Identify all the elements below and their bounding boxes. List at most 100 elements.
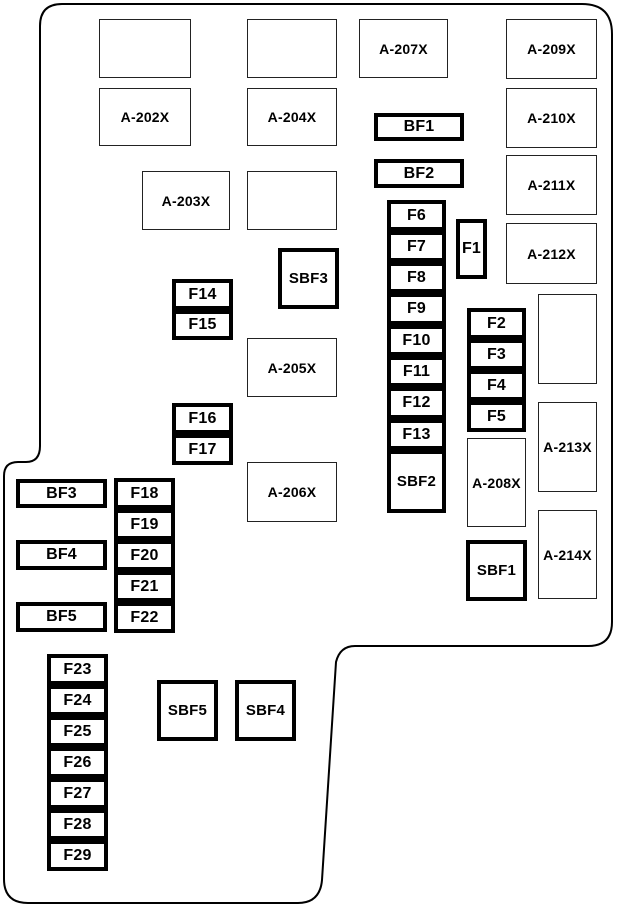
relay-label: A-214X xyxy=(543,546,592,563)
fuse-f17: F17 xyxy=(172,434,233,465)
fuse-f18: F18 xyxy=(114,478,175,509)
fuse-label: F2 xyxy=(486,314,507,332)
fuse-label: F16 xyxy=(188,409,217,427)
fuse-f14: F14 xyxy=(172,279,233,310)
fuse-label: F13 xyxy=(402,425,431,443)
relay-a-210x: A-210X xyxy=(506,88,597,148)
relay-slot-empty xyxy=(99,19,191,78)
relay-a-213x: A-213X xyxy=(538,402,597,492)
fuse-f23: F23 xyxy=(47,654,108,685)
fuse-label: F19 xyxy=(130,515,159,533)
fuse-f10: F10 xyxy=(387,325,446,356)
fuse-f21: F21 xyxy=(114,571,175,602)
relay-a-212x: A-212X xyxy=(506,223,597,284)
fuse-f11: F11 xyxy=(387,356,446,387)
fuse-label: F22 xyxy=(130,608,159,626)
relay-label: A-208X xyxy=(472,474,521,491)
fuse-bf4: BF4 xyxy=(16,540,107,570)
fuse-f20: F20 xyxy=(114,540,175,571)
relay-a-214x: A-214X xyxy=(538,510,597,599)
fuse-label: F21 xyxy=(130,577,159,595)
fuse-bf1: BF1 xyxy=(374,113,464,141)
fuse-f7: F7 xyxy=(387,231,446,262)
fuse-f1: F1 xyxy=(456,219,487,279)
fuse-f6: F6 xyxy=(387,200,446,231)
relay-a-202x: A-202X xyxy=(99,88,191,146)
fuse-label: F4 xyxy=(486,376,507,394)
fuse-label: F25 xyxy=(63,722,92,740)
relay-slot-empty xyxy=(247,171,337,230)
fuse-f9: F9 xyxy=(387,293,446,325)
fuse-f24: F24 xyxy=(47,685,108,716)
fuse-f25: F25 xyxy=(47,716,108,747)
relay-label: A-206X xyxy=(267,484,317,500)
fuse-sbf5: SBF5 xyxy=(157,680,218,741)
fuse-label: F17 xyxy=(188,440,217,458)
fuse-f16: F16 xyxy=(172,403,233,434)
fuse-label: F1 xyxy=(461,240,482,257)
fuse-label: BF5 xyxy=(46,608,77,625)
fuse-bf5: BF5 xyxy=(16,602,107,632)
fuse-label: F9 xyxy=(406,300,427,317)
fuse-bf3: BF3 xyxy=(16,479,107,508)
fuse-f29: F29 xyxy=(47,840,108,871)
relay-a-211x: A-211X xyxy=(506,155,597,215)
relay-a-207x: A-207X xyxy=(359,19,448,78)
fuse-label: BF4 xyxy=(46,546,77,563)
fuse-sbf1: SBF1 xyxy=(466,540,527,601)
relay-slot-empty xyxy=(247,19,337,78)
fuse-f12: F12 xyxy=(387,387,446,419)
relay-label: A-212X xyxy=(527,245,576,262)
relay-a-208x: A-208X xyxy=(467,438,526,527)
fuse-f19: F19 xyxy=(114,509,175,540)
fuse-label: F29 xyxy=(63,846,92,864)
fuse-label: F14 xyxy=(188,285,217,303)
fuse-label: F15 xyxy=(188,316,217,333)
fuse-label: SBF5 xyxy=(167,702,208,719)
relay-a-209x: A-209X xyxy=(506,19,597,79)
fuse-label: F3 xyxy=(486,345,507,363)
relay-a-206x: A-206X xyxy=(247,462,337,522)
fuse-f4: F4 xyxy=(467,370,526,401)
fuse-label: F28 xyxy=(63,815,92,833)
fuse-f15: F15 xyxy=(172,310,233,340)
fuse-label: BF2 xyxy=(403,164,435,182)
fuse-bf2: BF2 xyxy=(374,159,464,188)
fuse-label: F6 xyxy=(406,206,427,224)
fuse-label: SBF3 xyxy=(288,270,329,287)
fuse-label: F20 xyxy=(130,546,159,564)
fuse-f27: F27 xyxy=(47,778,108,809)
fuse-label: F12 xyxy=(402,394,431,411)
relay-a-205x: A-205X xyxy=(247,338,337,397)
fuse-label: BF1 xyxy=(403,118,435,135)
fuse-label: F10 xyxy=(402,331,431,349)
fuse-f5: F5 xyxy=(467,401,526,432)
relay-a-204x: A-204X xyxy=(247,88,337,146)
fuse-label: F24 xyxy=(63,691,92,709)
fuse-label: SBF4 xyxy=(245,702,286,719)
fuse-f8: F8 xyxy=(387,262,446,293)
fuse-label: F18 xyxy=(130,484,159,502)
fuse-label: F5 xyxy=(486,407,507,425)
fuse-sbf2: SBF2 xyxy=(387,450,446,513)
relay-label: A-207X xyxy=(379,40,428,57)
fuse-f3: F3 xyxy=(467,339,526,370)
fuse-f26: F26 xyxy=(47,747,108,778)
relay-label: A-202X xyxy=(120,109,170,125)
relay-label: A-213X xyxy=(543,439,592,455)
fuse-f13: F13 xyxy=(387,419,446,450)
fuse-label: F26 xyxy=(63,753,92,771)
fuse-label: F8 xyxy=(406,268,427,286)
relay-slot-empty xyxy=(538,294,597,384)
fuse-label: F11 xyxy=(402,362,431,380)
fuse-label: SBF1 xyxy=(476,562,517,579)
relay-label: A-211X xyxy=(527,177,576,193)
relay-label: A-205X xyxy=(267,359,317,376)
fuse-label: BF3 xyxy=(46,484,77,502)
fuse-label: F23 xyxy=(63,660,92,678)
fuse-sbf4: SBF4 xyxy=(235,680,296,741)
fuse-f28: F28 xyxy=(47,809,108,840)
fuse-f22: F22 xyxy=(114,602,175,633)
fuse-f2: F2 xyxy=(467,308,526,339)
